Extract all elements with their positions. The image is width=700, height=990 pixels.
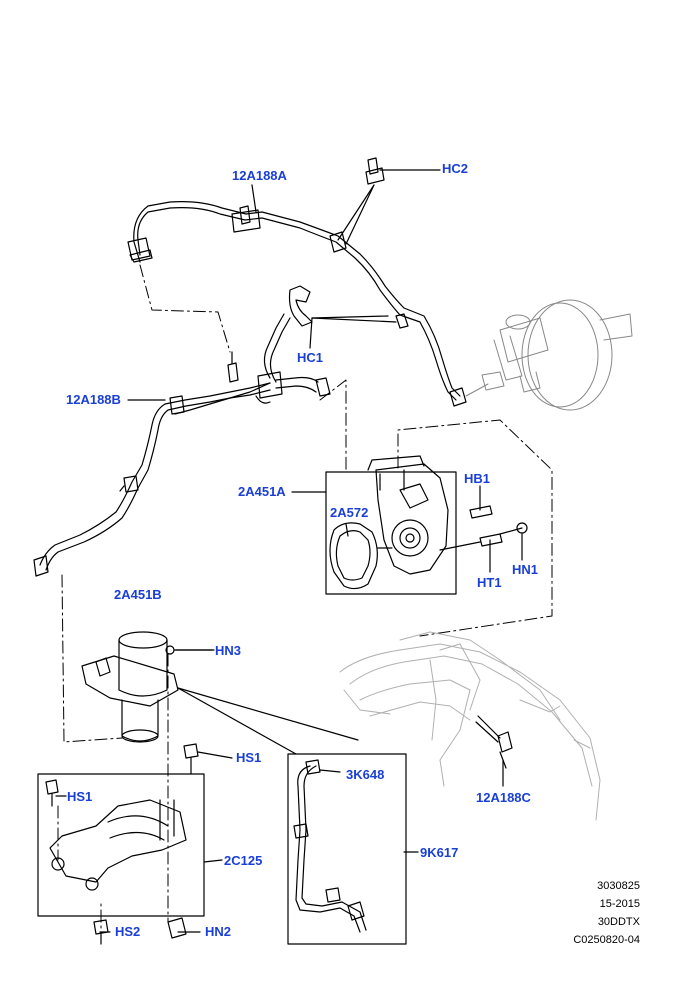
label-ht1: HT1 bbox=[477, 575, 502, 590]
reference-number: 3030825 bbox=[597, 880, 640, 892]
label-hn3: HN3 bbox=[215, 643, 242, 658]
vacuum-pump-2a451b bbox=[81, 631, 215, 743]
reference-illustration-id: C0250820-04 bbox=[573, 934, 640, 946]
label-3k648: 3K648 bbox=[346, 767, 385, 782]
label-2a451b: 2A451B bbox=[114, 587, 162, 602]
label-hc2: HC2 bbox=[442, 161, 469, 176]
clip-12a188c bbox=[475, 715, 513, 769]
label-2a451a: 2A451A bbox=[238, 484, 286, 499]
brake-booster bbox=[465, 299, 633, 411]
label-hn2: HN2 bbox=[205, 924, 232, 939]
bracket-2c125 bbox=[37, 743, 233, 917]
reference-model-code: 30DDTX bbox=[597, 916, 640, 928]
leader-lines bbox=[55, 184, 523, 933]
label-2c125: 2C125 bbox=[224, 853, 263, 868]
label-hn1: HN1 bbox=[512, 562, 539, 577]
clip-hc2 bbox=[337, 157, 441, 245]
vacuum-hose-12a188a bbox=[127, 201, 467, 407]
label-hc1: HC1 bbox=[297, 350, 324, 365]
label-9k617: 9K617 bbox=[420, 845, 459, 860]
label-2a572: 2A572 bbox=[330, 505, 369, 520]
label-12a188a: 12A188A bbox=[232, 168, 287, 183]
vacuum-pump-2a451a bbox=[325, 455, 528, 595]
clip-hc1 bbox=[288, 285, 409, 349]
label-hb1: HB1 bbox=[464, 471, 491, 486]
label-12a188c: 12A188C bbox=[476, 790, 531, 805]
reference-date: 15-2015 bbox=[599, 898, 640, 910]
vacuum-hose-12a188b bbox=[33, 313, 331, 577]
label-hs1-upper: HS1 bbox=[236, 750, 262, 765]
hose-9k617 bbox=[287, 753, 419, 945]
label-12a188b: 12A188B bbox=[66, 392, 121, 407]
engine-pipework-12a188c bbox=[339, 631, 601, 821]
label-hs1-lower: HS1 bbox=[67, 789, 93, 804]
label-hs2: HS2 bbox=[115, 924, 141, 939]
dash-dot-lines bbox=[57, 264, 553, 945]
